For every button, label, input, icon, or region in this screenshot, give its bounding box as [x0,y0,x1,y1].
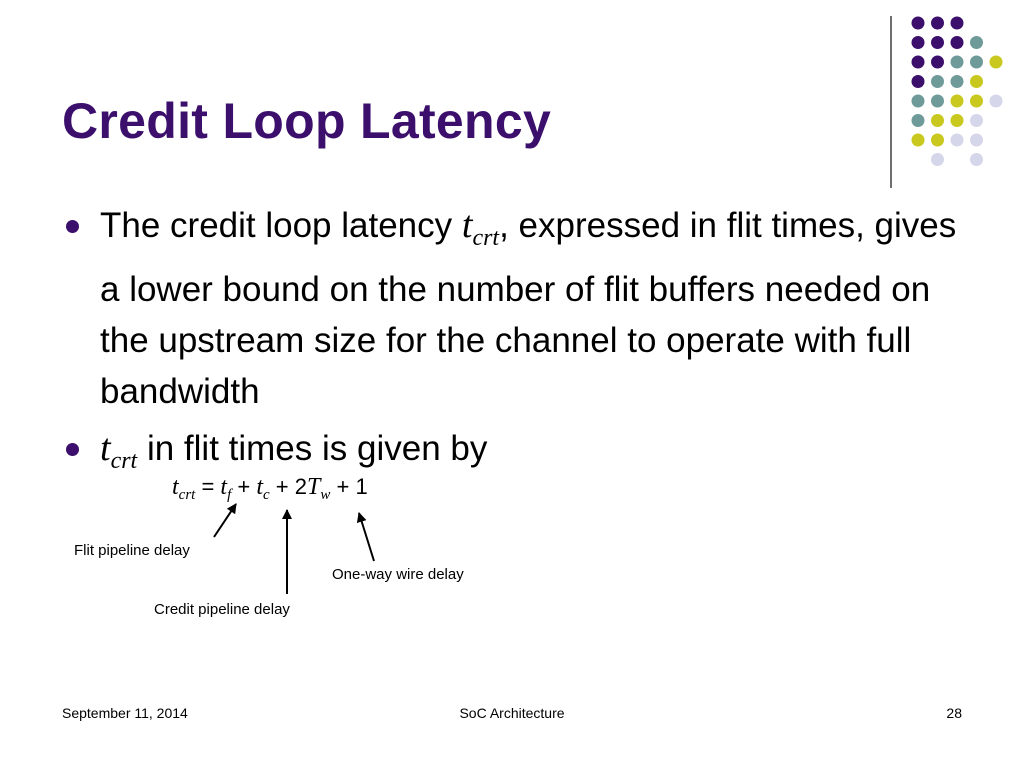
decorative-dot [931,36,944,49]
decorative-dot [911,94,925,108]
bullet-1-text-before: The credit loop latency [100,206,462,245]
decorative-dot [970,133,983,147]
arrow-one-way-wire [356,512,375,562]
decorative-dot [950,94,964,108]
bullet-1-variable: tcrt [461,204,500,251]
bullet-2-variable: tcrt [100,427,138,474]
decorative-dot [970,114,983,127]
footer-page-number: 28 [946,705,962,721]
decorative-dot [911,36,925,49]
decorative-dot [931,133,944,147]
decorative-dot [950,36,964,49]
decorative-dot [970,75,983,88]
label-flit-pipeline-delay: Flit pipeline delay [74,542,190,559]
decorative-dot [989,55,1003,69]
decorative-dot [970,36,983,49]
decorative-dot [970,55,983,69]
decorative-dot [989,94,1003,108]
credit-latency-formula: tcrt = tf + tc + 2Tw + 1 [172,474,368,503]
bullet-dot-icon [66,443,79,456]
label-credit-pipeline-delay: Credit pipeline delay [154,601,290,618]
slide-title: Credit Loop Latency [62,93,552,149]
bullet-2-text-after: in flit times is given by [137,429,488,468]
decorative-dot [931,153,944,166]
bullet-item-1: The credit loop latency tcrt, expressed … [62,200,962,417]
bullet-list: The credit loop latency tcrt, expressed … [62,200,962,487]
decorative-dot [911,114,925,127]
decorative-dot [950,75,964,88]
decorative-dot [950,133,964,147]
decorative-dot [931,114,944,127]
decorative-dot [950,114,964,127]
decorative-dot [931,55,944,69]
bullet-1-text-after: , expressed in flit times, gives a lower… [100,206,957,411]
decorative-dot [970,94,983,108]
bullet-item-2: tcrt in flit times is given by [62,423,962,487]
decorative-dot [931,75,944,88]
decorative-dot [911,55,925,69]
decorative-dot [911,16,925,30]
decorative-dot [911,75,925,88]
decorative-dot [970,153,983,166]
arrow-flit-pipeline [213,503,237,538]
footer-date: September 11, 2014 [62,705,188,721]
label-one-way-wire-delay: One-way wire delay [332,566,464,583]
footer-course-title: SoC Architecture [459,705,565,721]
decorative-divider-line [890,16,892,188]
decorative-dot [931,16,944,30]
decorative-dot [911,133,925,147]
decorative-dot [931,94,944,108]
decorative-dot [950,55,964,69]
decorative-dot [950,16,964,30]
bullet-dot-icon [66,220,79,233]
decorative-dot-grid [911,16,1003,166]
